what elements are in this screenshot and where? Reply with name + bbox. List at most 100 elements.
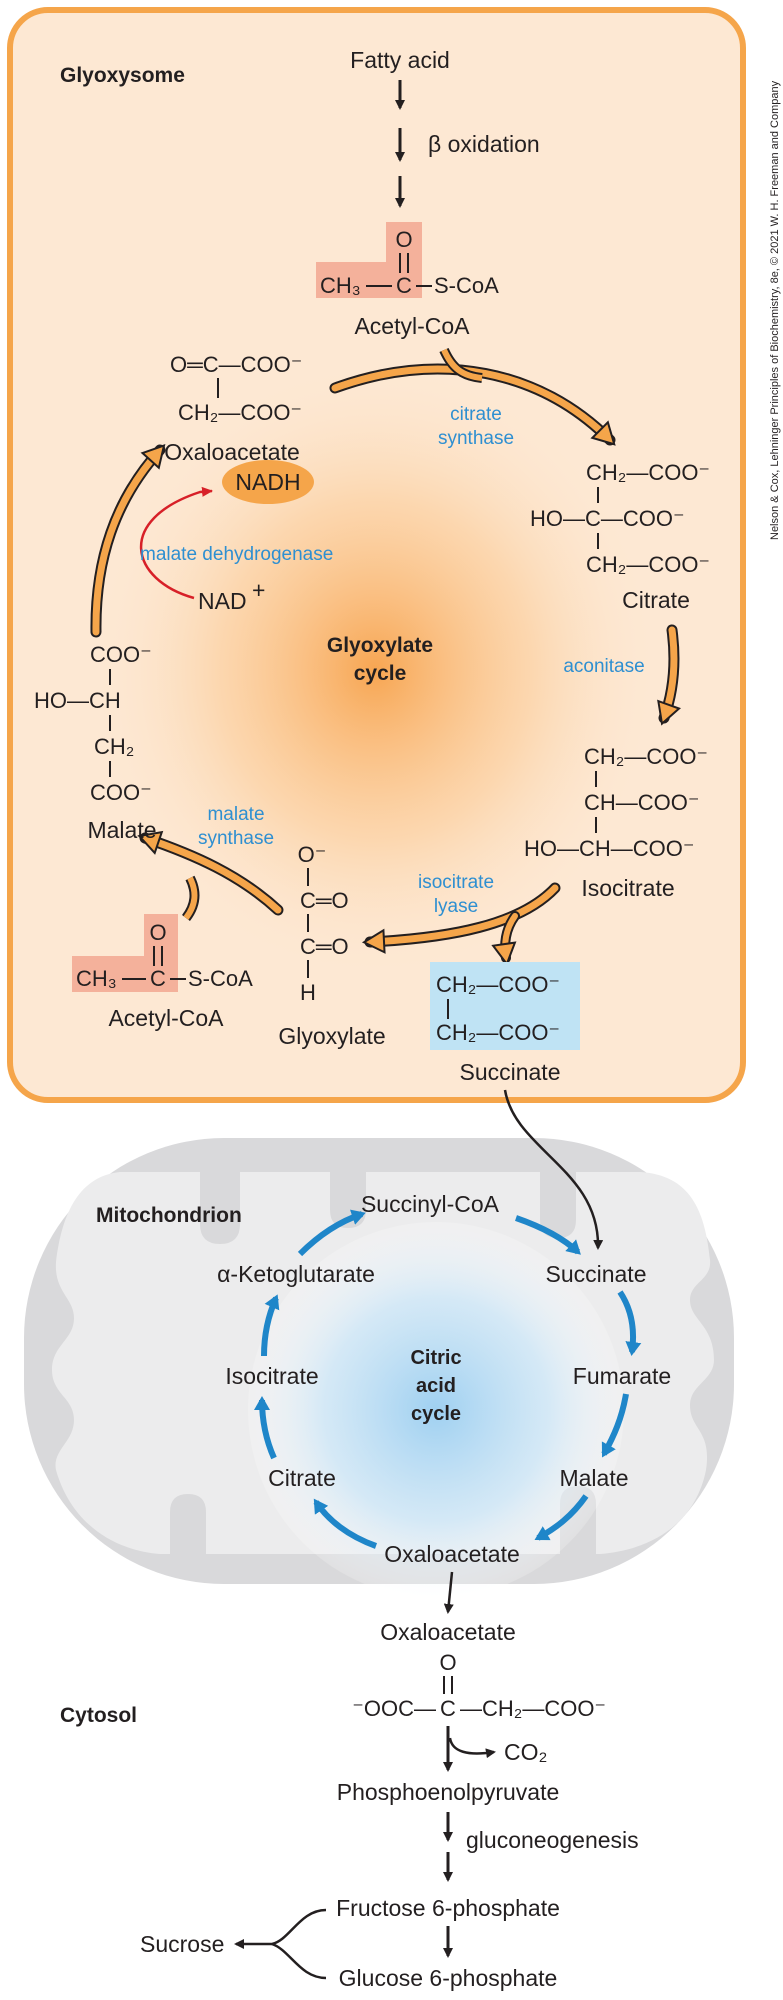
citric-cycle-label-2: acid (416, 1375, 456, 1397)
tca-ketoglutarate: α-Ketoglutarate (217, 1261, 375, 1287)
malate-line1: COO⁻ (90, 642, 152, 667)
acetyl-coa-bottom-name: Acetyl-CoA (108, 1005, 224, 1031)
malate-line2: HO—CH (34, 688, 121, 713)
nadh-badge (222, 460, 314, 504)
isocitrate-lyase-label-2: lyase (434, 896, 478, 917)
acetyl-coa-top-o: O (395, 227, 412, 252)
aconitase-arrow-fill (657, 626, 681, 726)
tca-succinate: Succinate (545, 1261, 646, 1287)
malate-dehydrogenase-arrow-fill (92, 443, 166, 636)
tca-succinyl-coa: Succinyl-CoA (361, 1191, 500, 1217)
isocitrate-line1: CH₂—COO⁻ (584, 744, 708, 769)
acetyl-coa-top-name: Acetyl-CoA (354, 313, 470, 339)
cytosol-oxaloacetate-o: O (439, 1650, 456, 1675)
acetyl-coa-bottom-o: O (149, 920, 166, 945)
citrate-synthase-arrow-fill (331, 365, 616, 446)
acetyl-coa-top-highlight (316, 222, 422, 298)
acetyl-coa-bottom-highlight (72, 914, 178, 992)
citrate-synthase-label-1: citrate (450, 404, 502, 425)
sucrose-label: Sucrose (140, 1931, 224, 1957)
fatty-acid-label: Fatty acid (350, 47, 450, 73)
acetyl-coa-bottom-ch3: CH₃ (76, 966, 117, 991)
f6p-label: Fructose 6-phosphate (336, 1895, 560, 1921)
tca-arrow-isocitrate-to-ketoglutarate (261, 1294, 280, 1357)
citrate-line1: CH₂—COO⁻ (586, 460, 710, 485)
pep-label: Phosphoenolpyruvate (337, 1779, 560, 1805)
gluconeogenesis-label: gluconeogenesis (466, 1827, 639, 1853)
credit-line: Nelson & Cox, Lehninger Principles of Bi… (769, 80, 781, 540)
tca-citrate: Citrate (268, 1465, 336, 1491)
citrate-line3: CH₂—COO⁻ (586, 552, 710, 577)
nad-plus-label: + (252, 577, 265, 603)
glyoxylate-h: H (300, 980, 316, 1005)
compartment-label-cytosol: Cytosol (60, 1704, 137, 1727)
succinate-branch-arrow-fill (491, 913, 518, 966)
tca-arrow-malate-to-oxaloacetate (534, 1494, 589, 1541)
oxaloacetate-export-arrow (443, 1571, 454, 1614)
isocitrate-lyase-label-1: isocitrate (418, 872, 494, 893)
isocitrate-name: Isocitrate (581, 875, 674, 901)
glyoxylate-cycle-label-2: cycle (354, 662, 407, 685)
glyoxylate-name: Glyoxylate (278, 1023, 385, 1049)
malate-dehydrogenase-label: malate dehydrogenase (140, 544, 333, 565)
oxaloacetate-line2: CH₂—COO⁻ (178, 400, 302, 425)
beta-oxidation-label: β oxidation (428, 131, 540, 157)
cytosol-oxaloacetate-left: ⁻OOC— (352, 1696, 436, 1721)
citrate-name: Citrate (622, 587, 690, 613)
malate-line3: CH₂ (94, 734, 134, 759)
acetyl-coa-top-ch3: CH₃ (320, 273, 361, 298)
compartment-label-glyoxysome: Glyoxysome (60, 64, 185, 87)
nad-to-nadh-arrow (139, 486, 213, 600)
citric-cycle-label-3: cycle (411, 1403, 461, 1425)
acetyl-coa-top-c: C (396, 273, 412, 298)
tca-arrow-citrate-to-isocitrate (254, 1396, 277, 1460)
cytosol-oxaloacetate-right: —CH₂—COO⁻ (460, 1696, 606, 1721)
succinate-line2: CH₂—COO⁻ (436, 1020, 560, 1045)
malate-synthase-arrow-fill (137, 830, 282, 914)
aconitase-label: aconitase (563, 656, 644, 677)
succinate-highlight (430, 962, 580, 1050)
tca-isocitrate: Isocitrate (225, 1363, 318, 1389)
cytosol-oxaloacetate-c: C (440, 1696, 456, 1721)
cytosol-oxaloacetate: Oxaloacetate (380, 1619, 516, 1645)
isocitrate-lyase-arrow-fill (361, 884, 559, 954)
tca-arrow-fumarate-to-malate (601, 1393, 629, 1458)
citrate-line2: HO—C—COO⁻ (530, 506, 685, 531)
oxaloacetate-line1: O═C—COO⁻ (170, 352, 302, 377)
succinate-name: Succinate (459, 1059, 560, 1085)
tca-arrow-oxaloacetate-to-citrate (313, 1498, 378, 1549)
malate-line4: COO⁻ (90, 780, 152, 805)
glyoxylate-cycle-label-1: Glyoxylate (327, 634, 433, 657)
tca-arrow-ketoglutarate-to-succinyl (297, 1209, 366, 1257)
tca-fumarate: Fumarate (573, 1363, 671, 1389)
acetyl-coa-bottom-scoa: S-CoA (188, 966, 253, 991)
compartment-label-mitochondrion: Mitochondrion (96, 1204, 242, 1227)
tca-oxaloacetate: Oxaloacetate (384, 1541, 520, 1567)
citric-cycle-label-1: Citric (410, 1347, 461, 1369)
succinate-transport-arrow (503, 1089, 604, 1250)
malate-synthase-label-1: malate (207, 804, 264, 825)
sucrose-arrow-branch (271, 1942, 327, 1980)
tca-arrow-succinate-to-fumarate (617, 1290, 642, 1356)
g6p-label: Glucose 6-phosphate (339, 1965, 558, 1991)
glyoxylate-c2: C═O (300, 934, 349, 959)
co2-arrow (448, 1737, 496, 1759)
co2-label: CO₂ (504, 1739, 547, 1765)
isocitrate-line2: CH—COO⁻ (584, 790, 700, 815)
nad-label: NAD (198, 588, 247, 614)
citrate-synthase-label-2: synthase (438, 428, 514, 449)
nadh-label: NADH (235, 469, 300, 495)
sucrose-arrow (234, 1908, 327, 1949)
glyoxylate-c1: C═O (300, 888, 349, 913)
tca-malate: Malate (559, 1465, 628, 1491)
glyoxylate-cycle-glow (90, 360, 660, 980)
acetyl-coa-entry-arrow-fill (441, 348, 483, 381)
glyoxylate-o-minus: O⁻ (298, 842, 327, 867)
isocitrate-line3: HO—CH—COO⁻ (524, 836, 695, 861)
malate-synthase-label-2: synthase (198, 828, 274, 849)
acetyl-coa-bottom-entry-arrow-fill (183, 876, 198, 920)
succinate-line1: CH₂—COO⁻ (436, 972, 560, 997)
citric-acid-cycle-glow (248, 1222, 624, 1598)
acetyl-coa-bottom-c: C (150, 966, 166, 991)
